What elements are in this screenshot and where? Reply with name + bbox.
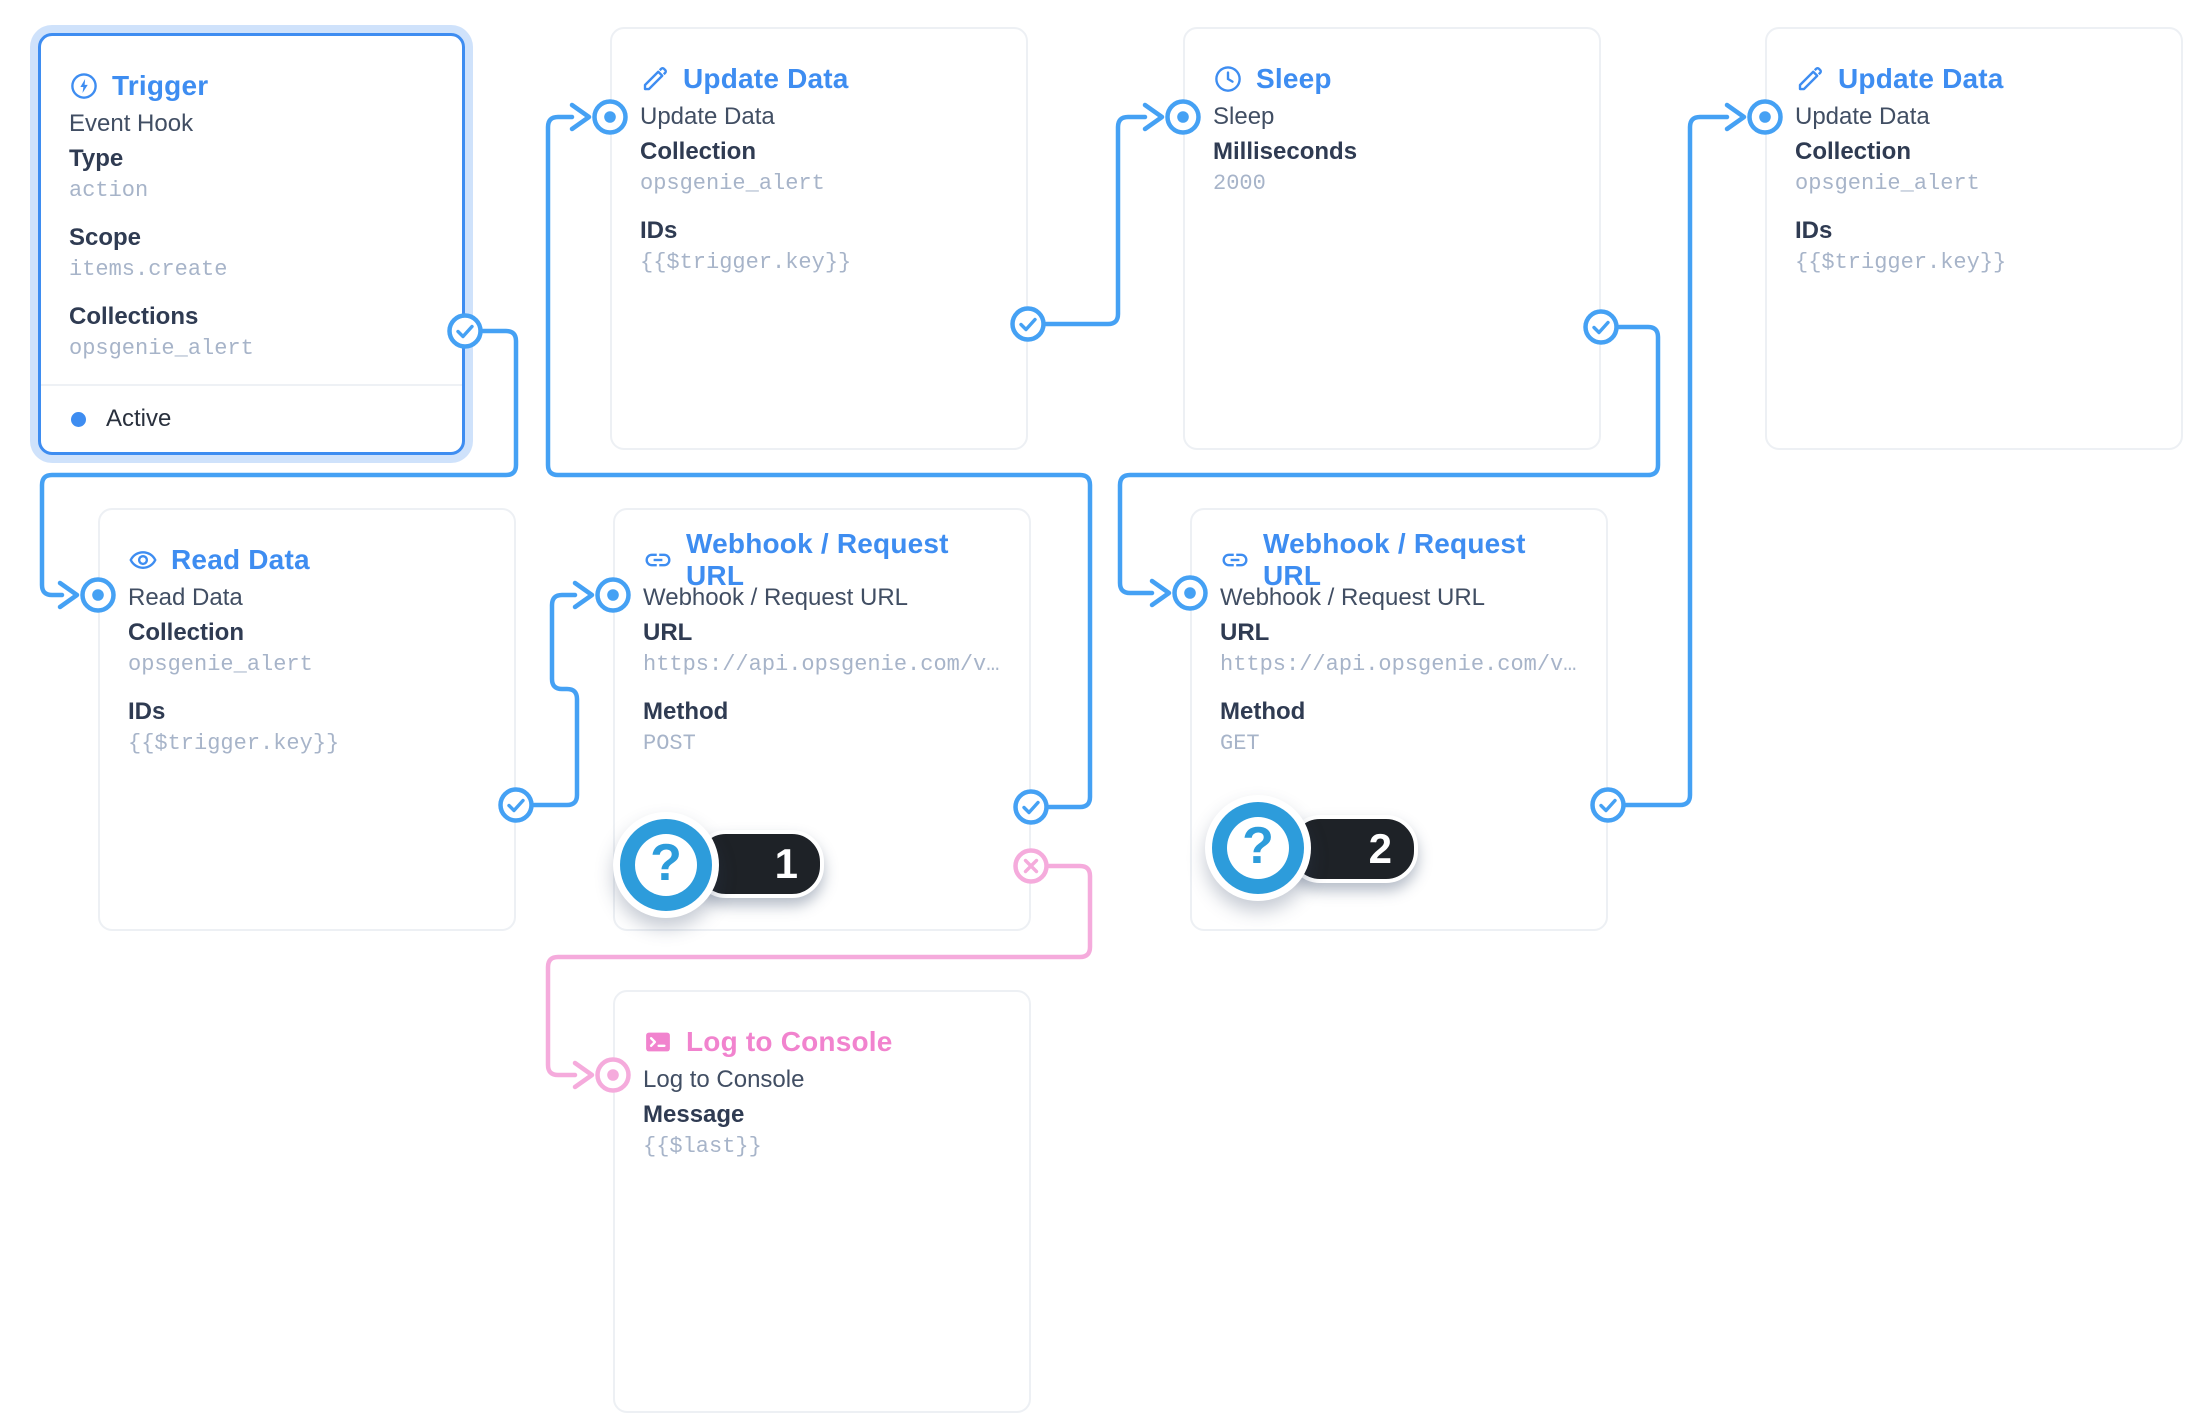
pencil-icon	[643, 67, 667, 91]
node-operation-name: Update Data	[640, 103, 775, 130]
node-title: Sleep	[1213, 63, 1571, 95]
node-title-text: Sleep	[1256, 63, 1332, 94]
run-result-badge-2[interactable]: ?	[1205, 795, 1311, 901]
node-update-data-1[interactable]: Update Data Update Data Collection opsge…	[610, 27, 1028, 450]
node-title: Webhook / Request URL	[1220, 528, 1578, 591]
clock-icon	[1215, 66, 1241, 92]
field-label: Collection	[640, 138, 757, 165]
field-value: 2000	[1213, 171, 1266, 196]
field-value: opsgenie_alert	[640, 171, 825, 196]
arrowhead-sleep	[1142, 102, 1165, 132]
field-value: GET	[1220, 731, 1260, 756]
field: IDs {{$trigger.key}}	[1795, 215, 2153, 279]
link-icon	[1222, 553, 1248, 567]
active-status-label: Active	[106, 405, 172, 432]
node-title: Webhook / Request URL	[643, 528, 1001, 591]
field-label: Scope	[69, 224, 142, 251]
question-mark-icon: ?	[620, 819, 712, 911]
bolt-icon	[71, 73, 97, 99]
node-read-data[interactable]: Read Data Read Data Collection opsgenie_…	[98, 508, 516, 931]
node-sleep[interactable]: Sleep Sleep Milliseconds 2000	[1183, 27, 1601, 450]
run-order-number: 2	[1368, 825, 1392, 872]
field-value: https://api.opsgenie.com/v…	[643, 652, 1000, 677]
field-label: Message	[643, 1101, 745, 1128]
field: URL https://api.opsgenie.com/v…	[1220, 617, 1578, 681]
field: Method GET	[1220, 696, 1578, 760]
node-operation-name: Log to Console	[643, 1066, 805, 1093]
node-operation-name: Update Data	[1795, 103, 1930, 130]
field-label: URL	[1220, 619, 1270, 646]
arrowhead-webhook-post	[572, 580, 595, 610]
field-label: Method	[643, 698, 729, 725]
field-value: opsgenie_alert	[1795, 171, 1980, 196]
node-title-text: Trigger	[112, 70, 209, 101]
field-label: IDs	[128, 698, 166, 725]
arrowhead-log-to-console	[572, 1060, 595, 1090]
connector-update-data-1-to-sleep	[1041, 114, 1148, 327]
field-value: opsgenie_alert	[128, 652, 313, 677]
field-value: {{$trigger.key}}	[1795, 250, 2007, 275]
node-title: Update Data	[640, 63, 998, 95]
field: URL https://api.opsgenie.com/v…	[643, 617, 1001, 681]
field: Milliseconds 2000	[1213, 136, 1571, 200]
node-title: Log to Console	[643, 1026, 1001, 1058]
field: Collections opsgenie_alert	[69, 301, 434, 365]
node-update-data-2[interactable]: Update Data Update Data Collection opsge…	[1765, 27, 2183, 450]
node-title-text: Update Data	[683, 63, 849, 94]
field-value: {{$last}}	[643, 1134, 762, 1159]
run-order-number: 1	[774, 840, 798, 887]
field-value: {{$trigger.key}}	[128, 731, 340, 756]
field-label: URL	[643, 619, 693, 646]
active-status-dot	[71, 411, 86, 427]
field-value: https://api.opsgenie.com/v…	[1220, 652, 1577, 677]
field-label: IDs	[1795, 217, 1833, 244]
field-value: items.create	[69, 257, 228, 282]
eye-icon	[129, 551, 157, 569]
node-trigger[interactable]: Trigger Event Hook Type action Scope ite…	[38, 33, 465, 455]
node-operation-name: Sleep	[1213, 103, 1275, 130]
node-title-text: Read Data	[171, 544, 310, 575]
field: Message {{$last}}	[643, 1099, 1001, 1163]
node-log-to-console[interactable]: Log to Console Log to Console Message {{…	[613, 990, 1031, 1413]
arrowhead-update-data-1	[569, 102, 592, 132]
field-label: Method	[1220, 698, 1306, 725]
node-operation-name: Event Hook	[69, 110, 194, 137]
run-result-badge-1[interactable]: ?	[613, 812, 719, 918]
field: Scope items.create	[69, 222, 434, 286]
node-title: Read Data	[128, 544, 486, 576]
connector-webhook-get-to-update-data-2	[1621, 114, 1730, 808]
field-label: Collections	[69, 303, 199, 330]
terminal-icon	[646, 1032, 670, 1052]
field-label: Type	[69, 145, 124, 172]
field-label: Milliseconds	[1213, 138, 1358, 165]
node-title-text: Log to Console	[686, 1026, 893, 1057]
link-icon	[645, 553, 671, 567]
question-mark-icon: ?	[1212, 802, 1304, 894]
field-value: opsgenie_alert	[69, 336, 254, 361]
pencil-icon	[1798, 67, 1822, 91]
arrowhead-read-data	[57, 580, 80, 610]
field: Collection opsgenie_alert	[128, 617, 486, 681]
field: Collection opsgenie_alert	[640, 136, 998, 200]
field-label: Collection	[128, 619, 245, 646]
field: Collection opsgenie_alert	[1795, 136, 2153, 200]
node-title: Update Data	[1795, 63, 2153, 95]
field: IDs {{$trigger.key}}	[128, 696, 486, 760]
field-label: Collection	[1795, 138, 1912, 165]
field: Method POST	[643, 696, 1001, 760]
run-order-pill-2[interactable]: 2	[1288, 815, 1418, 883]
connector-read-data-to-webhook-post	[530, 592, 580, 808]
node-trigger-title: Trigger	[69, 70, 434, 102]
field-value: {{$trigger.key}}	[640, 250, 852, 275]
field: Type action	[69, 143, 434, 207]
field-label: IDs	[640, 217, 678, 244]
node-title-text: Update Data	[1838, 63, 2004, 94]
field: IDs {{$trigger.key}}	[640, 215, 998, 279]
arrowhead-update-data-2	[1724, 102, 1747, 132]
node-operation-name: Read Data	[128, 584, 243, 611]
arrowhead-webhook-get	[1149, 578, 1172, 608]
field-value: action	[69, 178, 149, 203]
trigger-status-footer: Active	[41, 384, 462, 452]
field-value: POST	[643, 731, 696, 756]
